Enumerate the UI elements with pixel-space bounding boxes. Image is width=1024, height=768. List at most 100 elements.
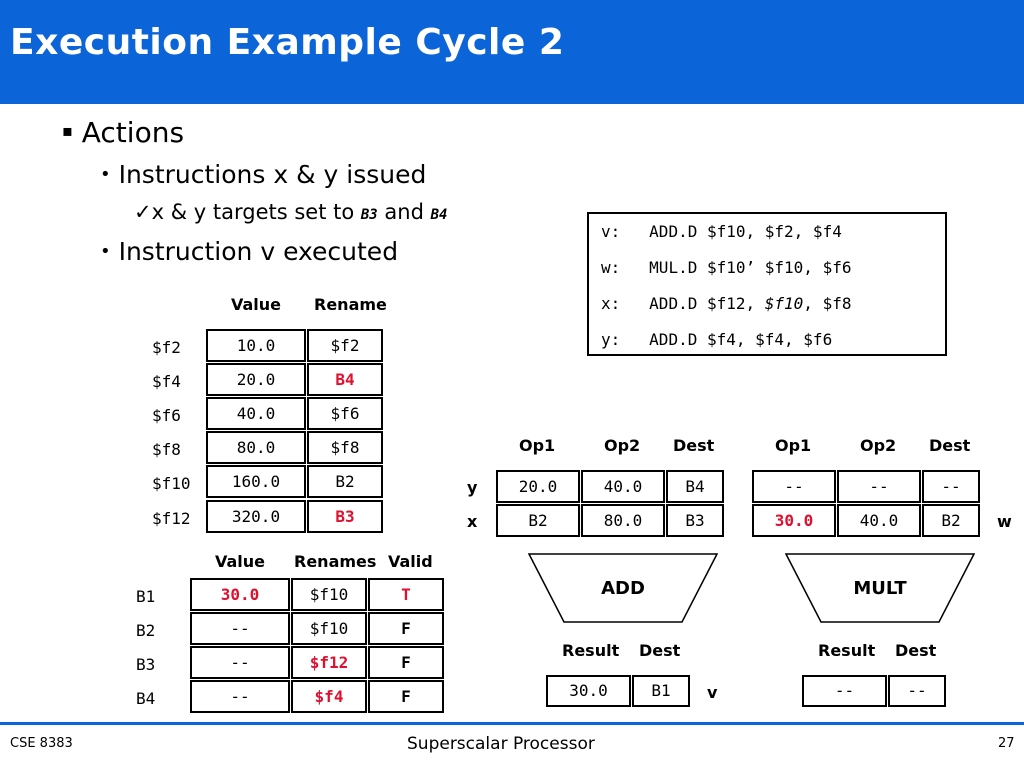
bullet-actions-text: Actions [81,116,185,149]
checkmark-icon: ✓ [134,200,152,224]
instruction-text: ADD.D $f10, $f2, $f4 [649,222,842,241]
instruction-line: y: ADD.D $f4, $f4, $f6 [601,330,832,349]
station-dest: B3 [666,504,724,537]
add-result-dest-header: Dest [639,641,681,660]
register-label: $f10 [152,474,191,493]
instruction-box: v: ADD.D $f10, $f2, $f4 w: MUL.D $f10’ $… [587,212,947,356]
add-result-dest: B1 [632,675,690,707]
buffer-valid: F [368,680,444,713]
add-unit-label: ADD [601,578,645,599]
targets-prefix: x & y targets set to [151,200,361,224]
mult-result-value: -- [802,675,887,707]
station-op1: -- [752,470,836,503]
register-value: 20.0 [206,363,306,396]
station-row-label: y [467,478,478,497]
station-dest: -- [922,470,980,503]
register-rename: $f8 [307,431,383,464]
bullet-executed: • Instruction v executed [100,237,398,266]
add-result-header: Result [562,641,620,660]
station-row-label: x [467,512,478,531]
station-op2: -- [837,470,921,503]
station-dest: B2 [922,504,980,537]
mult-result-dest-header: Dest [895,641,937,660]
station-op2: 40.0 [837,504,921,537]
add-header-op1: Op1 [519,436,556,455]
instruction-label: w: [601,258,621,277]
buffer-label: B1 [136,587,156,606]
add-header-dest: Dest [673,436,715,455]
instruction-text: ADD.D $f12, [649,294,765,313]
instruction-text-italic: $f10 [764,294,804,313]
add-result-value: 30.0 [546,675,631,707]
buffers-header-valid: Valid [388,552,433,571]
square-bullet-icon: ▪ [62,121,73,140]
instruction-label: x: [601,294,621,313]
mult-result-dest: -- [888,675,946,707]
mult-unit-shape [785,553,975,623]
station-op1: 20.0 [496,470,580,503]
station-op1: 30.0 [752,504,836,537]
buffers-header-renames: Renames [294,552,377,571]
buffer-value: -- [190,646,290,679]
targets-b4: B4 [430,207,448,223]
footer-divider [0,722,1024,725]
regfile-header-rename: Rename [314,295,387,314]
footer-page-number: 27 [998,736,1015,751]
buffer-valid: T [368,578,444,611]
buffer-valid: F [368,646,444,679]
buffer-label: B3 [136,655,156,674]
station-row-label: w [997,512,1012,531]
register-label: $f6 [152,406,181,425]
dot-bullet-icon: • [100,241,111,262]
buffer-renames: $f12 [291,646,367,679]
register-label: $f2 [152,338,181,357]
station-dest: B4 [666,470,724,503]
instruction-text-end: , $f8 [803,294,852,313]
buffer-value: -- [190,612,290,645]
mult-header-dest: Dest [929,436,971,455]
register-label: $f4 [152,372,181,391]
instruction-line: x: ADD.D $f12, $f10, $f8 [601,294,851,313]
buffer-valid: F [368,612,444,645]
station-op1: B2 [496,504,580,537]
bullet-executed-text: Instruction v executed [118,237,399,266]
register-rename: $f2 [307,329,383,362]
register-label: $f12 [152,509,191,528]
instruction-line: w: MUL.D $f10’ $f10, $f6 [601,258,851,277]
instruction-text: MUL.D $f10’ $f10, $f6 [649,258,852,277]
station-op2: 80.0 [581,504,665,537]
mult-result-header: Result [818,641,876,660]
buffer-renames: $f10 [291,612,367,645]
buffer-label: B2 [136,621,156,640]
register-value: 40.0 [206,397,306,430]
bullet-actions: ▪ Actions [62,116,184,149]
register-label: $f8 [152,440,181,459]
buffer-value: 30.0 [190,578,290,611]
title-bar: Execution Example Cycle 2 [0,0,1024,104]
buffer-renames: $f4 [291,680,367,713]
mult-unit-label: MULT [853,578,907,599]
register-rename: B4 [307,363,383,396]
register-rename: $f6 [307,397,383,430]
instruction-label: y: [601,330,621,349]
add-unit-shape [528,553,718,623]
register-value: 80.0 [206,431,306,464]
footer-topic: Superscalar Processor [407,734,595,754]
register-value: 320.0 [206,500,306,533]
instruction-label: v: [601,222,621,241]
bullet-issued-text: Instructions x & y issued [118,160,427,189]
mult-header-op1: Op1 [775,436,812,455]
buffers-header-value: Value [215,552,266,571]
buffer-label: B4 [136,689,156,708]
register-value: 10.0 [206,329,306,362]
instruction-line: v: ADD.D $f10, $f2, $f4 [601,222,842,241]
buffer-renames: $f10 [291,578,367,611]
instruction-text: ADD.D $f4, $f4, $f6 [649,330,833,349]
station-op2: 40.0 [581,470,665,503]
register-rename: B2 [307,465,383,498]
targets-b3: B3 [360,207,378,223]
register-rename: B3 [307,500,383,533]
slide-title: Execution Example Cycle 2 [10,22,565,63]
bullet-targets: ✓x & y targets set to B3 and B4 [134,200,447,224]
buffer-value: -- [190,680,290,713]
